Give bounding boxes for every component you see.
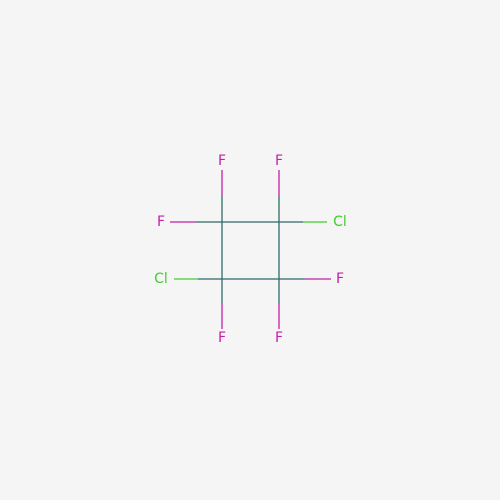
atom-label-f4: F <box>336 271 344 287</box>
atom-label-f1: F <box>218 153 226 169</box>
atom-label-f5: F <box>218 330 226 346</box>
atom-label-f3: F <box>157 214 165 230</box>
atom-label-f6: F <box>275 330 283 346</box>
atom-label-cl1: Cl <box>333 214 347 230</box>
atom-label-f2: F <box>275 153 283 169</box>
atom-label-cl2: Cl <box>154 271 168 287</box>
bonds-layer <box>170 170 331 329</box>
